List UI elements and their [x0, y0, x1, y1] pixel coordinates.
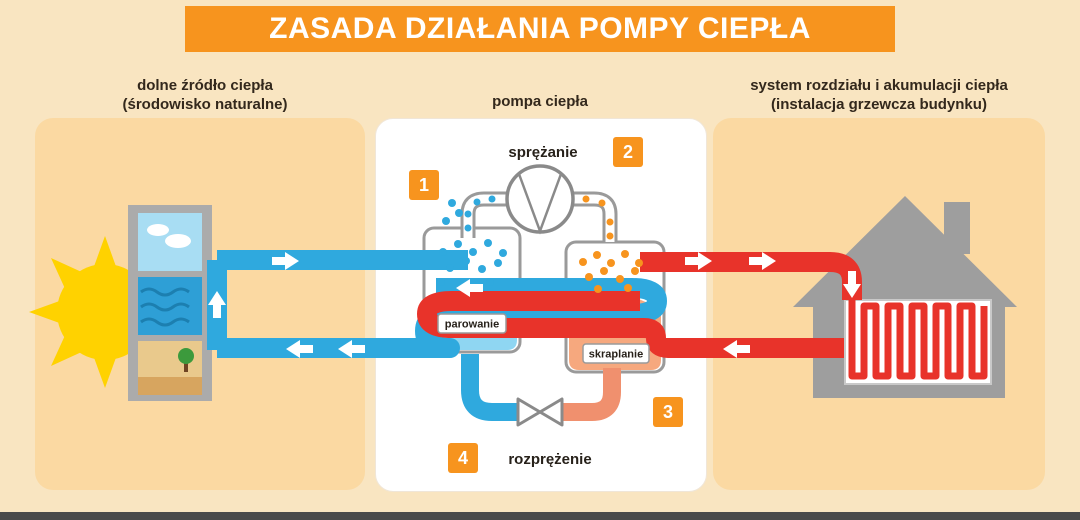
- svg-text:2: 2: [623, 142, 633, 162]
- bottom-strip: [0, 512, 1080, 520]
- distribution-column-title-line1: system rozdziału i akumulacji ciepła: [750, 77, 1008, 94]
- pump-column-title: pompa ciepła: [492, 93, 588, 110]
- svg-text:3: 3: [663, 402, 673, 422]
- step-badge-2: 2: [613, 137, 643, 167]
- step-badge-1: 1: [409, 170, 439, 200]
- source-column-header: dolne źródło ciepła (środowisko naturaln…: [50, 76, 360, 114]
- distribution-column-title-line2: (instalacja grzewcza budynku): [771, 96, 987, 113]
- vapor-bubbles: [437, 195, 507, 286]
- radiator-panel: [844, 299, 992, 385]
- svg-text:parowanie: parowanie: [445, 319, 499, 331]
- source-column-title-line2: (środowisko naturalne): [122, 96, 288, 113]
- radiator-coil: [848, 300, 988, 380]
- pump-column-header: pompa ciepła: [425, 92, 655, 111]
- compression-label: sprężanie: [508, 144, 577, 161]
- expansion-label: rozprężenie: [508, 451, 591, 468]
- page-title: ZASADA DZIAŁANIA POMPY CIEPŁA: [269, 12, 811, 45]
- step-badge-4: 4: [448, 443, 478, 473]
- svg-text:skraplanie: skraplanie: [589, 349, 643, 361]
- source-column-title-line1: dolne źródło ciepła: [137, 77, 273, 94]
- svg-text:1: 1: [419, 175, 429, 195]
- sky-image: [138, 213, 202, 271]
- nature-column: [128, 205, 212, 401]
- hot-gas-dots: [579, 195, 643, 293]
- water-image: [138, 277, 202, 335]
- condensate-pipe: [558, 368, 621, 421]
- svg-text:4: 4: [458, 448, 468, 468]
- evaporation-label: parowanie: [437, 313, 507, 334]
- condensation-label: skraplanie: [582, 343, 650, 364]
- step-badge-3: 3: [653, 397, 683, 427]
- expansion-valve-icon: [516, 397, 564, 427]
- ground-image: [138, 341, 202, 395]
- page-title-banner: ZASADA DZIAŁANIA POMPY CIEPŁA: [185, 6, 895, 52]
- heating-loop-pipe: [417, 291, 847, 358]
- distribution-column-header: system rozdziału i akumulacji ciepła (in…: [713, 76, 1045, 114]
- compressor-icon: [505, 164, 575, 235]
